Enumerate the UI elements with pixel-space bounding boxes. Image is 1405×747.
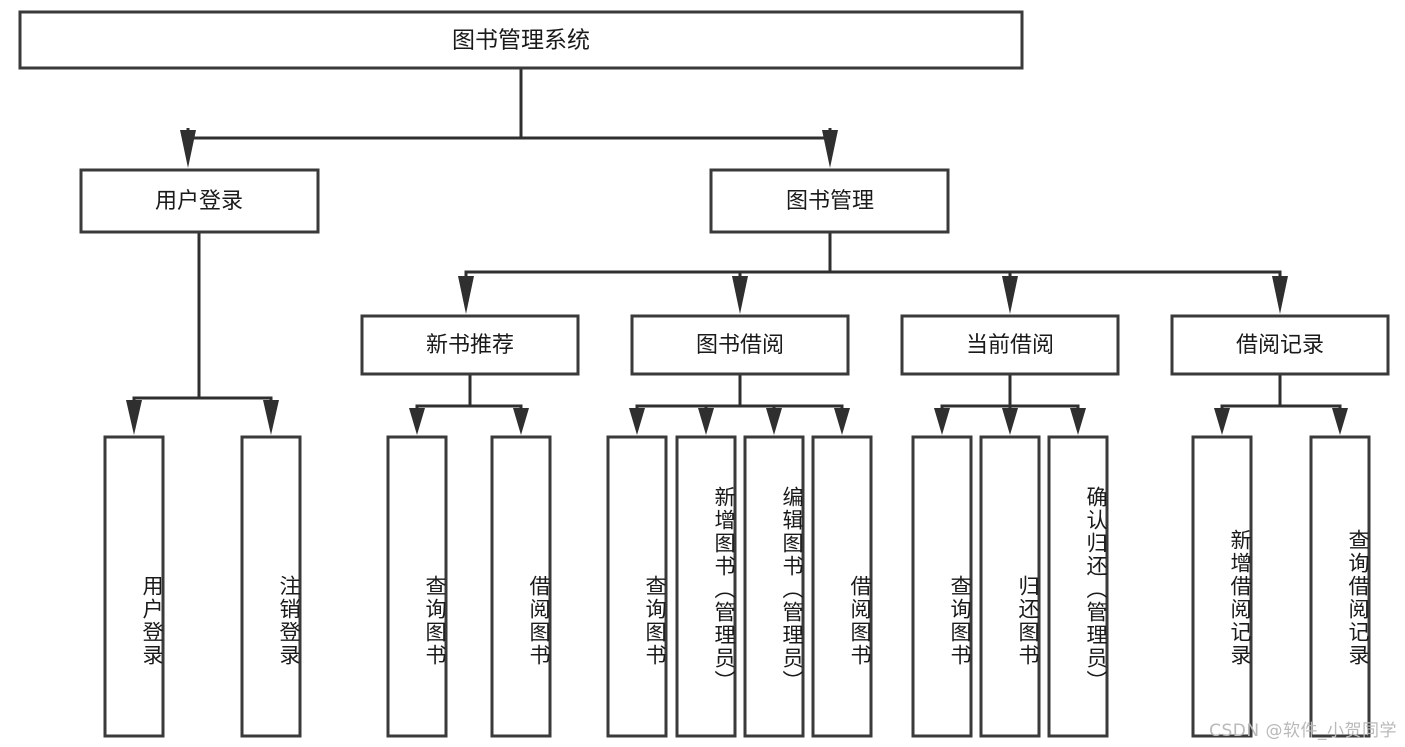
connector-ul-to-leaf-1	[132, 232, 201, 404]
connector-group-book-manage	[458, 232, 1288, 314]
node-box-title-system	[18, 10, 1024, 70]
node-box-leaf-add-book[interactable]	[675, 435, 737, 738]
node-label-book-manage: 图书管理	[786, 189, 874, 214]
connector-br-to-leaf-2	[1280, 404, 1342, 410]
arrowhead-ul-to-leaf-1	[126, 400, 142, 435]
arrowhead-bm-to-borrow-record	[1272, 276, 1288, 314]
arrowhead-bb-to-leaf-3	[766, 408, 782, 435]
arrowhead-bm-to-new-book	[458, 276, 474, 314]
node-label-borrow-record: 借阅记录	[1236, 333, 1324, 358]
node-box-leaf-return-book[interactable]	[979, 435, 1041, 738]
node-label-title-system: 图书管理系统	[452, 28, 590, 54]
connector-group-root	[180, 68, 838, 168]
connector-ul-to-leaf-2	[199, 396, 273, 404]
connector-bb-to-leaf-4	[740, 404, 844, 410]
node-box-current-borrow	[900, 314, 1120, 376]
node-current-borrow[interactable]: 当前借阅	[900, 314, 1120, 376]
node-borrow-record[interactable]: 借阅记录	[1170, 314, 1390, 376]
node-box-new-book-recommend	[360, 314, 580, 376]
arrowhead-ul-to-leaf-2	[263, 400, 279, 435]
connector-group-current-borrow	[934, 374, 1086, 435]
node-box-leaf-borrow-book-1[interactable]	[490, 435, 552, 738]
arrowhead-root-to-book-manage	[822, 130, 838, 168]
connector-group-book-borrow	[629, 374, 850, 435]
arrowhead-bm-to-current-borrow	[1002, 276, 1018, 314]
node-box-leaf-borrow-book-2[interactable]	[811, 435, 873, 738]
connector-bm-to-book-borrow	[738, 270, 830, 278]
connector-bm-to-borrow-record	[830, 270, 1282, 278]
arrowhead-nb-to-leaf-1	[409, 408, 425, 435]
arrowhead-cb-to-leaf-1	[934, 408, 950, 435]
connector-cb-to-leaf-3	[1010, 404, 1080, 410]
connector-group-user-login	[126, 232, 279, 435]
node-title-system[interactable]: 图书管理系统	[18, 10, 1024, 70]
node-box-book-manage	[709, 168, 950, 234]
arrowhead-bb-to-leaf-2	[698, 408, 714, 435]
node-label-user-login: 用户登录	[155, 189, 243, 214]
node-label-new-book-recommend: 新书推荐	[426, 333, 514, 358]
node-book-manage[interactable]: 图书管理	[709, 168, 950, 234]
node-book-borrow[interactable]: 图书借阅	[630, 314, 850, 376]
arrowhead-root-to-user-login	[180, 130, 196, 168]
arrowhead-bm-to-book-borrow	[732, 276, 748, 314]
connector-nb-to-leaf-1	[415, 374, 472, 410]
node-new-book-recommend[interactable]: 新书推荐	[360, 314, 580, 376]
node-box-borrow-record	[1170, 314, 1390, 376]
arrowhead-cb-to-leaf-3	[1070, 408, 1086, 435]
connector-group-borrow-record	[1214, 374, 1348, 435]
node-box-leaf-query-book-3[interactable]	[911, 435, 973, 738]
node-box-book-borrow	[630, 314, 850, 376]
node-box-leaf-query-book-1[interactable]	[386, 435, 448, 738]
arrowhead-cb-to-leaf-2	[1002, 408, 1018, 435]
connector-br-to-leaf-1	[1220, 374, 1282, 410]
node-user-login[interactable]: 用户登录	[79, 168, 320, 234]
leaf-boxes	[103, 435, 1371, 738]
node-box-leaf-edit-book[interactable]	[743, 435, 805, 738]
node-label-book-borrow: 图书借阅	[696, 333, 784, 358]
connector-group-new-book	[409, 374, 529, 435]
node-box-leaf-logout-login[interactable]	[240, 435, 302, 738]
node-box-leaf-user-login[interactable]	[103, 435, 165, 738]
connector-bm-to-new-book	[464, 232, 832, 278]
node-box-leaf-confirm-return[interactable]	[1047, 435, 1109, 738]
node-box-leaf-query-record[interactable]	[1309, 435, 1371, 738]
arrowhead-nb-to-leaf-2	[513, 408, 529, 435]
connector-root-to-book-manage	[521, 128, 832, 140]
arrowhead-bb-to-leaf-4	[834, 408, 850, 435]
arrowhead-bb-to-leaf-1	[629, 408, 645, 435]
arrowhead-br-to-leaf-2	[1332, 408, 1348, 435]
node-box-user-login	[79, 168, 320, 234]
connector-root-to-user-login	[186, 68, 523, 140]
arrowhead-br-to-leaf-1	[1214, 408, 1230, 435]
node-label-current-borrow: 当前借阅	[966, 333, 1054, 358]
connector-cb-to-leaf-1	[940, 374, 1012, 410]
node-box-leaf-add-record[interactable]	[1191, 435, 1253, 738]
csdn-watermark: CSDN @软件_小贺同学	[1209, 721, 1397, 741]
node-box-leaf-query-book-2[interactable]	[606, 435, 668, 738]
